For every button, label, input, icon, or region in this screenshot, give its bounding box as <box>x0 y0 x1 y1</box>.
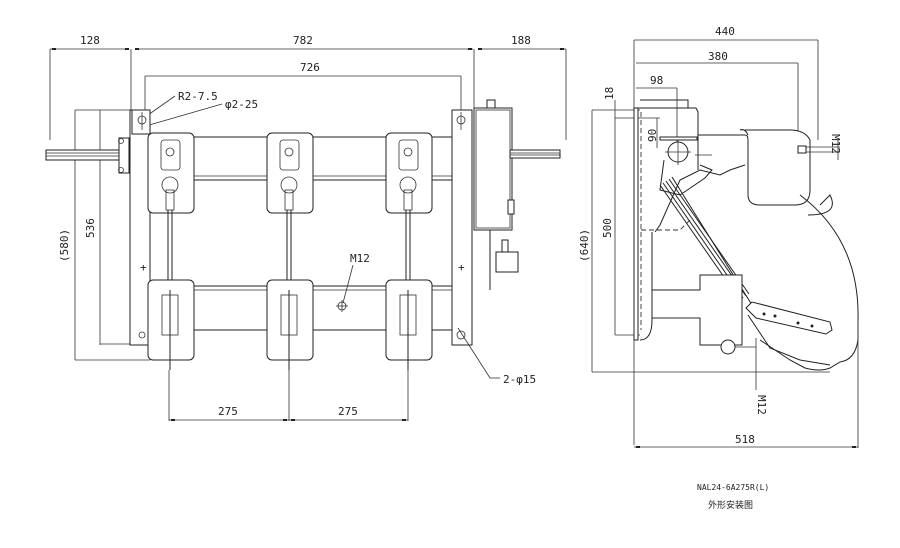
dim-top-offset: 18 <box>603 87 616 100</box>
dim-mount-hole-spacing: 726 <box>300 61 320 74</box>
dim-overall-depth: 440 <box>715 25 735 38</box>
svg-text:+: + <box>458 261 465 274</box>
drawing-model-number: NAL24-6A275R(L) <box>697 483 769 492</box>
operating-mechanism <box>473 99 561 290</box>
pole-phase-2 <box>266 132 314 370</box>
mount-hole-icon <box>456 330 466 340</box>
right-frame-plate <box>451 109 473 346</box>
dim-overall-height: (580) <box>58 229 71 262</box>
dim-phase-spacing-2: 275 <box>338 405 358 418</box>
title-block: NAL24-6A275R(L) 外形安装图 <box>697 483 769 511</box>
annotation-top-thread: M12 <box>829 134 842 154</box>
dim-shaft-height: 90 <box>646 129 659 142</box>
dim-side-overall-height: (640) <box>578 229 591 262</box>
left-frame-plate <box>129 109 151 346</box>
svg-text:+: + <box>140 261 147 274</box>
drawing-title: 外形安装图 <box>708 499 753 511</box>
dim-overall-width: 782 <box>293 34 313 47</box>
dim-base-depth: 518 <box>735 433 755 446</box>
annotation-center-thread: M12 <box>350 252 370 265</box>
dim-arm-depth: 380 <box>708 50 728 63</box>
annotation-slot-radius: R2-7.5 <box>178 90 218 103</box>
dim-right-overhang: 188 <box>511 34 531 47</box>
shaft-hatch <box>659 136 698 141</box>
dim-left-overhang: 128 <box>80 34 100 47</box>
dim-phase-spacing-1: 275 <box>218 405 238 418</box>
front-view: 128 782 726 188 R2-7.5 φ2-25 (580) 536 <box>45 34 567 421</box>
dim-side-mount-height: 500 <box>601 218 614 238</box>
pole-phase-3 <box>385 132 433 370</box>
bottom-bolt-icon <box>720 339 736 355</box>
dim-top-row <box>49 48 567 140</box>
side-view: 440 380 98 18 90 (640) 500 <box>578 25 859 448</box>
annotation-bottom-thread: M12 <box>755 395 768 415</box>
mounting-plate <box>633 107 639 341</box>
annotation-mount-holes: 2-φ15 <box>503 373 536 386</box>
pole-phase-1 <box>147 132 195 370</box>
dim-shaft-offset: 98 <box>650 74 663 87</box>
left-terminal-bars <box>45 137 130 174</box>
dim-phase-spacing <box>168 370 409 421</box>
dim-mount-height: 536 <box>84 218 97 238</box>
annotation-slot-holes: φ2-25 <box>225 98 258 111</box>
